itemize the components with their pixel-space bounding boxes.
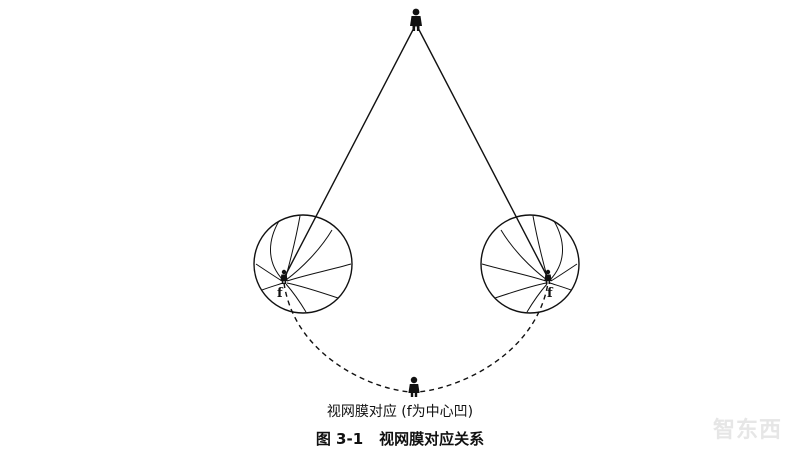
- figure-caption: 图 3-1 视网膜对应关系: [0, 428, 800, 449]
- bottom-person-icon: [408, 376, 420, 397]
- right-sight-line: [415, 23, 549, 279]
- left-eye: [253, 214, 353, 314]
- right-retinal-image-icon: [544, 269, 552, 284]
- figure-title: 视网膜对应关系: [379, 430, 485, 448]
- correspondence-dashed-arc: [283, 282, 549, 393]
- figure-subcaption: 视网膜对应 (f为中心凹): [326, 404, 474, 420]
- left-sight-line: [283, 23, 417, 279]
- fixated-person-icon: [410, 8, 422, 31]
- right-eye: [480, 214, 580, 314]
- figure-number: 图 3-1: [315, 430, 364, 448]
- right-fovea-label: f: [547, 286, 554, 301]
- watermark-logo: 智东西: [712, 418, 782, 443]
- left-retinal-image-icon: [280, 269, 288, 284]
- left-fovea-label: f: [277, 286, 284, 301]
